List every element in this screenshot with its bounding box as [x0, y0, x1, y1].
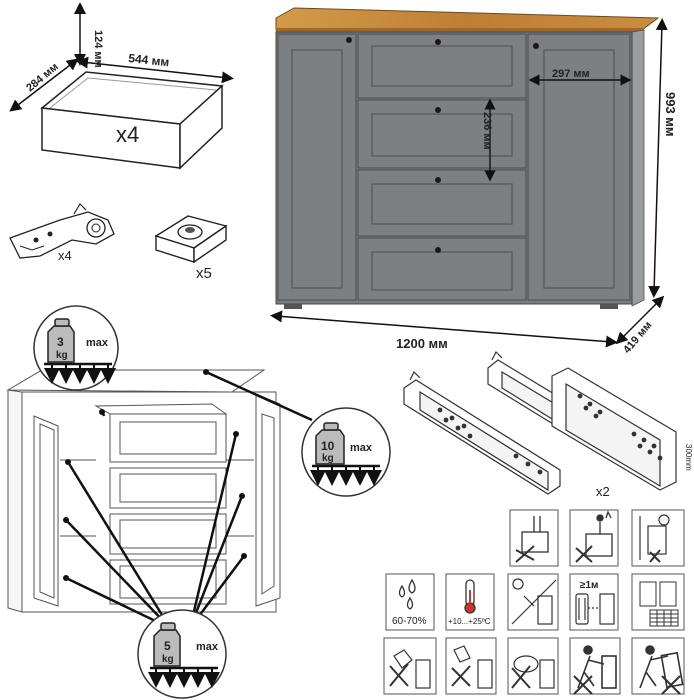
cabinet-line-drawing [6, 369, 281, 613]
no-sitting-on-drawer-icon [575, 510, 613, 563]
load-drawer-max: max [350, 442, 373, 454]
no-direct-sunlight-icon [511, 578, 557, 625]
humidity-icon [398, 578, 416, 610]
no-abrasive-cleaning-icon [451, 645, 493, 689]
drawer-quantity: x4 [116, 122, 139, 147]
slide-quantity: x2 [596, 484, 610, 499]
thermometer-icon [464, 579, 476, 614]
distance-label: ≥1м [580, 580, 598, 591]
no-dragging-icon [573, 645, 617, 695]
load-top-weight: 3 [57, 335, 64, 349]
humidity-label: 60-70% [392, 616, 427, 627]
total-depth-label: 419 мм [621, 319, 654, 356]
care-icons-grid [383, 509, 685, 695]
no-water-cleaning-icon [389, 649, 431, 689]
hinge-quantity: x4 [58, 248, 72, 263]
total-width-label: 1200 мм [396, 336, 448, 351]
drawer-height-label: 124 мм [92, 30, 104, 68]
slide-length-label: 300mm [684, 444, 693, 471]
no-overturning-icon [639, 645, 684, 695]
load-badge-shelf [137, 609, 227, 699]
distance-from-heater-icon [575, 593, 615, 625]
wall-mount-icon [639, 514, 670, 563]
drawer-box-illustration [9, 1, 234, 170]
load-badge-top [33, 305, 119, 391]
assembly-tools-icon [639, 581, 679, 627]
total-height-label: 993 мм [663, 92, 678, 137]
no-chemical-spray-icon [511, 655, 555, 689]
load-top-max: max [86, 337, 109, 349]
drawer-depth-label: 284 мм [24, 61, 61, 94]
hinge-icon [9, 203, 115, 259]
foot-quantity: x5 [196, 265, 212, 282]
drawer-width-label: 544 мм [128, 51, 170, 69]
load-shelf-unit: kg [162, 654, 174, 665]
door-width-label: 297 мм [552, 68, 590, 80]
temperature-label: +10...+25ºC [448, 617, 491, 626]
slide-holes [437, 393, 663, 475]
load-top-unit: kg [56, 350, 68, 361]
leveling-foot-icon [154, 215, 228, 264]
load-drawer-weight: 10 [321, 439, 335, 453]
no-climbing-icon [515, 516, 549, 563]
load-badge-drawer [301, 407, 391, 497]
load-pointer-lines [65, 370, 313, 630]
load-drawer-unit: kg [322, 453, 334, 464]
cabinet-illustration [270, 7, 668, 348]
drawer-front-height-label: 236 мм [481, 112, 493, 150]
load-shelf-max: max [196, 641, 219, 653]
load-shelf-weight: 5 [164, 639, 171, 653]
